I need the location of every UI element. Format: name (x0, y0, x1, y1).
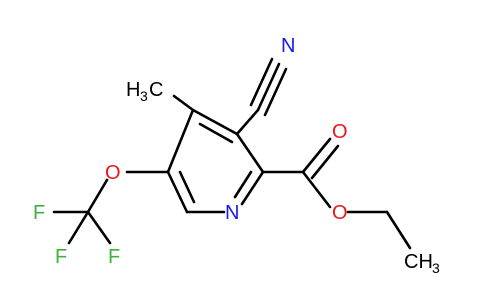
bond-c3-c2 (235, 132, 265, 174)
atom-methyl-subscript: 3 (140, 88, 148, 104)
atom-n-ring: N (225, 202, 239, 224)
bond-c6-c5 (166, 170, 189, 214)
bond-c6-c5-inner (178, 170, 196, 204)
atom-f-2: F (55, 246, 67, 268)
atom-f-1: F (33, 202, 45, 224)
atom-ethyl-ch: CH (404, 251, 433, 273)
atom-f-3: F (108, 246, 120, 268)
atom-o-carbonyl: O (332, 121, 348, 143)
bond-ccarbonyl-oester (301, 170, 332, 209)
atom-methyl-h: H (126, 79, 140, 101)
bonds (52, 57, 412, 250)
bond-ccarbonyl-ocarbonyl-2 (310, 144, 340, 180)
atom-ethyl-subscript: 3 (432, 260, 440, 276)
bond-c5-c4 (166, 108, 195, 174)
atom-o-ether: O (105, 162, 121, 184)
bond-ccarbonyl-ocarbonyl (301, 137, 332, 174)
bond-ccf3-f3 (86, 210, 112, 245)
bond-nitrile-triple-2 (249, 57, 274, 107)
bond-nitrile-triple-3 (263, 67, 288, 117)
bond-c4-methyl (172, 94, 195, 112)
bond-c4-c3-inner (198, 122, 234, 144)
bond-ch2-ch3 (385, 210, 412, 250)
atom-o-ester: O (332, 202, 348, 224)
bond-ccf3-f2 (67, 210, 90, 245)
atom-methyl-c: C (149, 79, 163, 101)
bond-nitrile-triple-1 (256, 62, 281, 112)
atom-labels: N H 3 C O O N O F F F CH 3 (33, 35, 440, 276)
bond-c2-n1 (240, 170, 265, 206)
bond-c4-c3 (191, 108, 239, 136)
bond-c3-cnitrile (235, 108, 260, 136)
bond-oether-ccf3 (86, 178, 109, 214)
bond-c2-n1-inner (233, 170, 253, 199)
atom-n-nitrile: N (281, 35, 295, 57)
